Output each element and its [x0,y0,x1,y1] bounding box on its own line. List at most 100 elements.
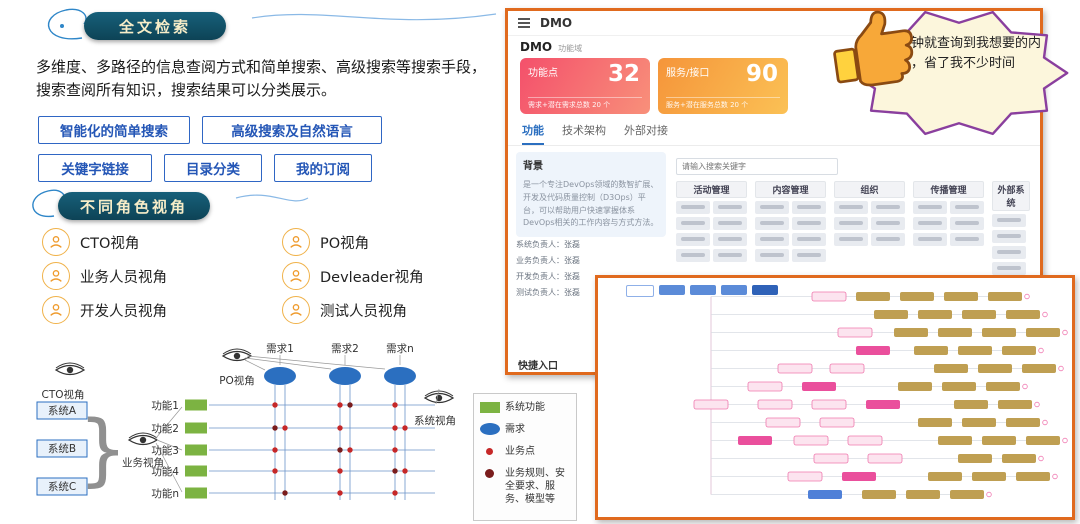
app-chip[interactable] [755,249,789,262]
flow-node[interactable] [950,490,984,499]
flow-node[interactable] [813,453,849,464]
grid-search-input[interactable] [676,158,838,175]
flow-node[interactable] [954,400,988,409]
quick-entry-label[interactable]: 快捷入口 [518,361,558,372]
flow-node[interactable] [982,328,1016,337]
flow-node[interactable] [958,454,992,463]
app-chip[interactable] [676,217,710,230]
flow-toolbar-chip[interactable] [690,285,716,295]
flow-node[interactable] [1016,472,1050,481]
tab-architecture[interactable]: 技术架构 [562,124,606,137]
app-chip[interactable] [871,217,905,230]
flow-node[interactable] [1022,364,1056,373]
flow-node[interactable] [811,399,847,410]
flow-node[interactable] [787,471,823,482]
flow-node[interactable] [856,346,890,355]
app-chip[interactable] [950,201,984,214]
app-chip[interactable] [992,246,1026,259]
flow-toolbar-chip[interactable] [721,285,747,295]
app-chip[interactable] [834,201,868,214]
flow-node[interactable] [866,400,900,409]
flow-node[interactable] [928,472,962,481]
flow-node[interactable] [1002,454,1036,463]
flow-node[interactable] [962,310,996,319]
flow-node[interactable] [938,328,972,337]
flow-node[interactable] [811,291,847,302]
app-chip[interactable] [713,217,747,230]
app-chip[interactable] [913,217,947,230]
flow-node[interactable] [942,382,976,391]
flow-node[interactable] [894,328,928,337]
flow-node[interactable] [978,364,1012,373]
flow-toolbar-chip[interactable] [659,285,685,295]
app-chip[interactable] [913,201,947,214]
flow-node[interactable] [918,310,952,319]
app-chip[interactable] [755,201,789,214]
app-chip[interactable] [992,230,1026,243]
flow-node[interactable] [747,381,783,392]
flow-node[interactable] [808,490,842,499]
flow-node[interactable] [867,453,903,464]
app-chip[interactable] [834,233,868,246]
tab-function[interactable]: 功能 [522,122,544,145]
app-chip[interactable] [755,217,789,230]
flow-node[interactable] [1026,436,1060,445]
app-chip[interactable] [834,217,868,230]
flow-node[interactable] [856,292,890,301]
flow-node[interactable] [777,363,813,374]
app-chip[interactable] [992,214,1026,227]
app-chip[interactable] [871,233,905,246]
flow-node[interactable] [958,346,992,355]
app-chip[interactable] [676,249,710,262]
flow-node[interactable] [938,436,972,445]
tab-external[interactable]: 外部对接 [624,124,668,137]
flow-toolbar-chip[interactable] [752,285,778,295]
app-chip[interactable] [950,233,984,246]
app-chip[interactable] [950,217,984,230]
hamburger-menu-icon[interactable] [518,22,530,24]
flow-node[interactable] [998,400,1032,409]
flow-node[interactable] [738,436,772,445]
flow-node[interactable] [847,435,883,446]
flow-node[interactable] [988,292,1022,301]
flow-node[interactable] [837,327,873,338]
flow-node[interactable] [982,436,1016,445]
flow-node[interactable] [819,417,855,428]
flow-node[interactable] [906,490,940,499]
flow-node[interactable] [1026,328,1060,337]
flow-node[interactable] [842,472,876,481]
flow-node[interactable] [918,418,952,427]
flow-node[interactable] [829,363,865,374]
flow-node[interactable] [1006,418,1040,427]
flow-node[interactable] [765,417,801,428]
function-points-card[interactable]: 功能点 32 需求+潜在需求总数 20 个 [520,58,650,114]
app-chip[interactable] [913,233,947,246]
app-chip[interactable] [755,233,789,246]
app-chip[interactable] [792,233,826,246]
flow-node[interactable] [874,310,908,319]
flow-node[interactable] [972,472,1006,481]
flow-node[interactable] [793,435,829,446]
app-chip[interactable] [676,233,710,246]
app-chip[interactable] [871,201,905,214]
app-chip[interactable] [992,262,1026,275]
flow-node[interactable] [1002,346,1036,355]
flow-node[interactable] [934,364,968,373]
flow-node[interactable] [757,399,793,410]
services-card[interactable]: 服务/接口 90 服务+潜在服务总数 20 个 [658,58,788,114]
app-chip[interactable] [676,201,710,214]
app-chip[interactable] [713,201,747,214]
flow-node[interactable] [862,490,896,499]
flow-node[interactable] [802,382,836,391]
flow-node[interactable] [900,292,934,301]
flow-node[interactable] [914,346,948,355]
flow-node[interactable] [693,399,729,410]
app-chip[interactable] [792,201,826,214]
flow-node[interactable] [1006,310,1040,319]
app-chip[interactable] [792,217,826,230]
flow-node[interactable] [962,418,996,427]
flow-node[interactable] [898,382,932,391]
flow-toolbar-chip[interactable] [626,285,654,297]
flow-node[interactable] [944,292,978,301]
app-chip[interactable] [792,249,826,262]
